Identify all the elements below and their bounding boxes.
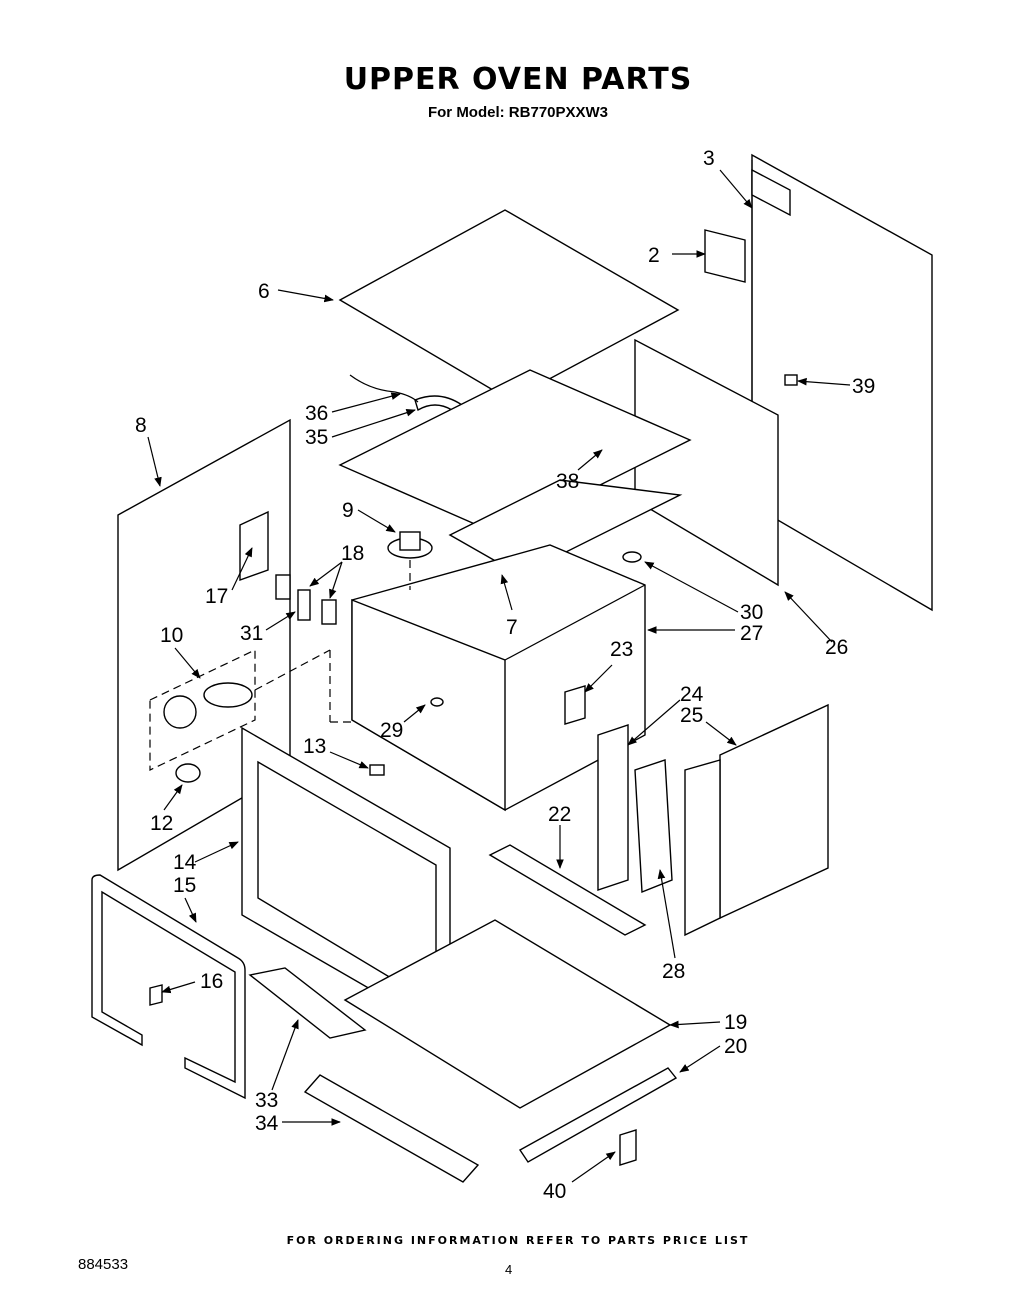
side-access-panel [719,703,829,920]
door-hinge [634,759,673,894]
door-gasket [91,874,246,1100]
callout-18: 18 [341,542,364,565]
callout-29: 29 [380,719,403,742]
callout-23: 23 [610,638,633,661]
callout-39: 39 [852,375,875,398]
document-number: 884533 [78,1256,129,1273]
callout-16: 16 [200,970,223,993]
page-number: 4 [505,1262,513,1277]
callout-20: 20 [724,1035,747,1058]
callout-15: 15 [173,874,196,897]
callout-34: 34 [255,1112,279,1135]
callout-12: 12 [150,812,173,835]
callout-35: 35 [305,426,328,449]
callout-13: 13 [303,735,326,758]
callout-27: 27 [740,622,763,645]
light-bulb [175,763,201,783]
liner-bracket [564,685,586,725]
switch-part [275,574,291,600]
callout-14: 14 [173,851,197,874]
callout-31: 31 [240,622,263,645]
callout-24: 24 [680,683,704,706]
callout-26: 26 [825,636,848,659]
callout-3: 3 [703,147,715,170]
door-clip [369,764,385,776]
callout-6: 6 [258,280,270,303]
light-assembly-box [149,649,256,771]
hinge-receptacle [597,724,629,891]
trim-strip [518,1067,678,1163]
callout-25: 25 [680,704,703,727]
small-clip [619,1129,637,1166]
rear-panel-bracket [751,168,791,217]
callout-36: 36 [305,402,328,425]
ordering-note: FOR ORDERING INFORMATION REFER TO PARTS … [286,1234,750,1247]
liner-vent-hole [622,551,642,563]
switch-part-2 [321,599,337,625]
callout-8: 8 [135,414,147,437]
callout-22: 22 [548,803,571,826]
callout-28: 28 [662,960,685,983]
callout-38: 38 [556,470,579,493]
top-panel [338,209,680,401]
vent-trim [248,967,367,1039]
callout-17: 17 [205,585,228,608]
callout-33: 33 [255,1089,278,1112]
vent-strip [303,1074,480,1183]
light-socket [203,682,253,708]
switch-housing [297,589,311,621]
gasket-clip [149,984,163,1006]
page-title: UPPER OVEN PARTS [343,62,693,97]
callout-19: 19 [724,1011,747,1034]
callout-9: 9 [342,499,354,522]
light-lens [163,695,197,729]
hinge-bracket [239,510,269,581]
callout-40: 40 [543,1180,566,1203]
mounting-bracket [704,229,746,283]
callout-7: 7 [506,616,518,639]
callout-30: 30 [740,601,763,624]
callout-10: 10 [160,624,183,647]
clip-part [784,374,798,386]
lower-rail [488,844,647,936]
top-support-tray [338,369,692,536]
callout-2: 2 [648,244,660,267]
model-subtitle: For Model: RB770PXXW3 [427,104,609,121]
wire-harness [349,374,419,403]
rear-back-panel [751,153,933,612]
